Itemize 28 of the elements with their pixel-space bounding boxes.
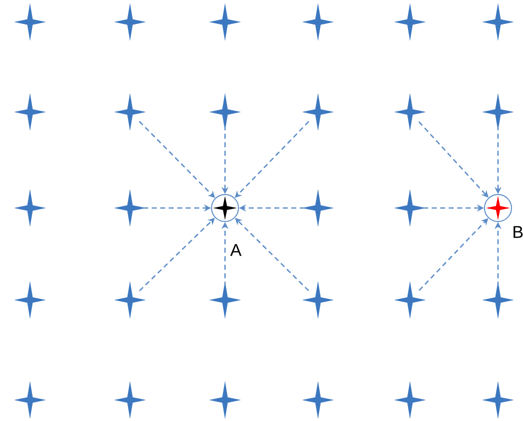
star bbox=[114, 93, 146, 131]
star bbox=[114, 281, 146, 319]
star bbox=[394, 281, 426, 319]
highlighted-star bbox=[484, 194, 512, 222]
star bbox=[114, 381, 146, 419]
star bbox=[482, 3, 514, 41]
star bbox=[14, 381, 46, 419]
point-label: A bbox=[230, 244, 242, 256]
star bbox=[394, 93, 426, 131]
highlighted-star bbox=[211, 194, 239, 222]
star bbox=[14, 93, 46, 131]
star bbox=[394, 3, 426, 41]
star bbox=[14, 189, 46, 227]
point-label: B bbox=[514, 226, 523, 238]
star bbox=[482, 381, 514, 419]
star bbox=[114, 3, 146, 41]
star bbox=[394, 189, 426, 227]
star bbox=[209, 381, 241, 419]
star bbox=[114, 189, 146, 227]
star bbox=[209, 3, 241, 41]
star bbox=[302, 381, 334, 419]
star bbox=[394, 381, 426, 419]
star bbox=[302, 189, 334, 227]
star bbox=[302, 281, 334, 319]
star bbox=[302, 93, 334, 131]
star bbox=[302, 3, 334, 41]
star bbox=[14, 3, 46, 41]
star bbox=[14, 281, 46, 319]
